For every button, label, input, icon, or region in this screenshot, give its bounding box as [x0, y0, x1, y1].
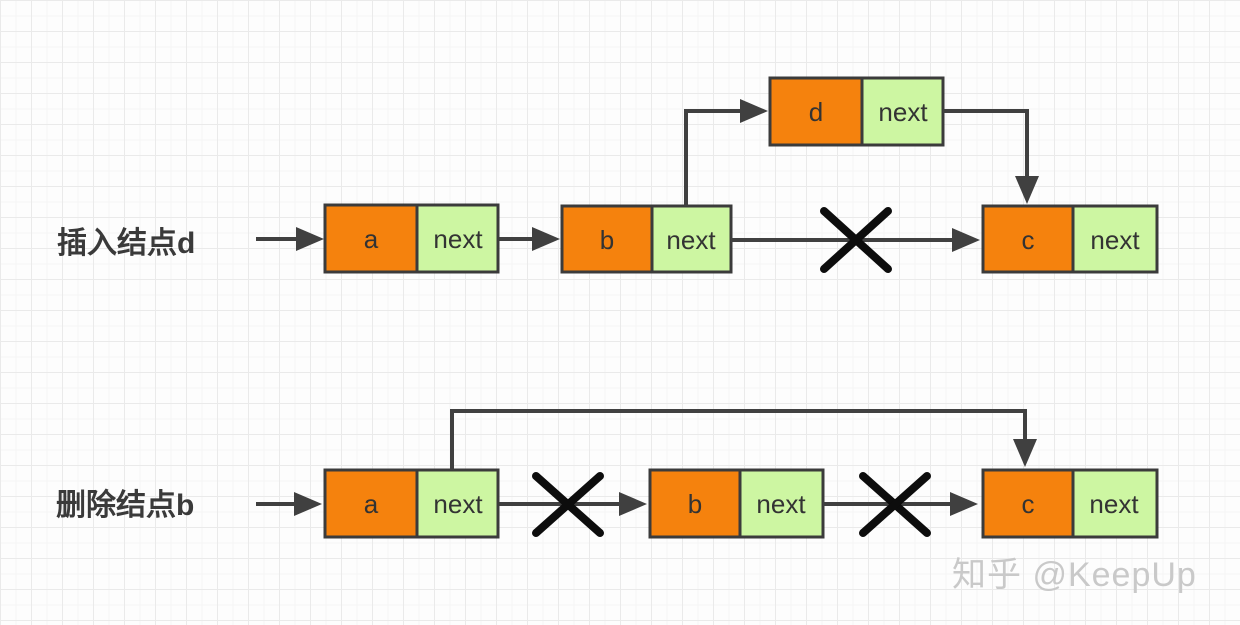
arrowhead-icon	[619, 492, 647, 516]
node-c-data-cell	[981, 204, 1075, 274]
cross-mark-bottom-left	[532, 472, 604, 537]
arrowhead-icon	[740, 99, 768, 123]
head-arrow-top	[256, 227, 324, 251]
arrow-b-to-d	[684, 99, 768, 206]
insert-row: 插入结点d a next b next	[57, 76, 1159, 274]
cross-mark-bottom-right	[859, 472, 931, 537]
arrow-a-to-c-bypass	[450, 409, 1037, 470]
crossed-arrow-b-to-c	[731, 207, 980, 273]
node-c-pointer-label: next	[1090, 225, 1140, 255]
node-b-top: b next	[560, 204, 733, 274]
watermark: 知乎 @KeepUp	[952, 556, 1197, 594]
node-a-data-cell	[323, 468, 419, 539]
arrowhead-icon	[1015, 176, 1039, 204]
node-c-pointer-cell	[1071, 468, 1159, 539]
node-a-pointer-label: next	[433, 489, 483, 519]
node-b-data-label: b	[688, 489, 702, 519]
head-arrow-bottom	[256, 492, 322, 516]
node-d-data-label: d	[809, 97, 823, 127]
arrow-a-to-b-top	[499, 227, 560, 251]
delete-row-label: 删除结点b	[56, 488, 194, 522]
node-d-pointer-cell	[860, 76, 945, 147]
node-d-pointer-label: next	[878, 97, 928, 127]
arrowhead-icon	[296, 227, 324, 251]
arrowhead-icon	[532, 227, 560, 251]
node-b-data-label: b	[600, 225, 614, 255]
node-a-top: a next	[323, 203, 500, 274]
node-d-top: d next	[768, 76, 945, 147]
node-c-pointer-label: next	[1089, 489, 1139, 519]
crossed-arrow-b-to-c-bottom	[823, 472, 978, 537]
node-c-data-label: c	[1022, 225, 1035, 255]
node-b-data-cell	[560, 204, 654, 274]
arrowhead-icon	[950, 492, 978, 516]
arrowhead-icon	[952, 228, 980, 252]
node-a-pointer-cell	[415, 468, 500, 539]
arrowhead-icon	[294, 492, 322, 516]
node-b-data-cell	[648, 468, 742, 539]
node-c-data-cell	[981, 468, 1075, 539]
node-c-top: c next	[981, 204, 1159, 274]
node-b-pointer-cell	[650, 204, 733, 274]
node-c-data-label: c	[1022, 489, 1035, 519]
node-a-pointer-label: next	[433, 224, 483, 254]
delete-row: 删除结点b a next	[56, 409, 1159, 539]
node-b-pointer-label: next	[756, 489, 806, 519]
node-a-data-label: a	[364, 224, 379, 254]
arrow-d-to-c	[943, 109, 1039, 204]
insert-row-label: 插入结点d	[57, 227, 195, 260]
node-a-data-label: a	[364, 489, 379, 519]
arrowhead-icon	[1013, 439, 1037, 467]
node-a-pointer-cell	[415, 203, 500, 274]
crossed-arrow-a-to-b	[499, 472, 647, 537]
node-c-pointer-cell	[1071, 204, 1159, 274]
node-c-bottom: c next	[981, 468, 1159, 539]
node-b-bottom: b next	[648, 468, 825, 539]
cross-mark-top	[820, 207, 892, 273]
node-a-bottom: a next	[323, 468, 500, 539]
node-b-pointer-label: next	[666, 225, 716, 255]
